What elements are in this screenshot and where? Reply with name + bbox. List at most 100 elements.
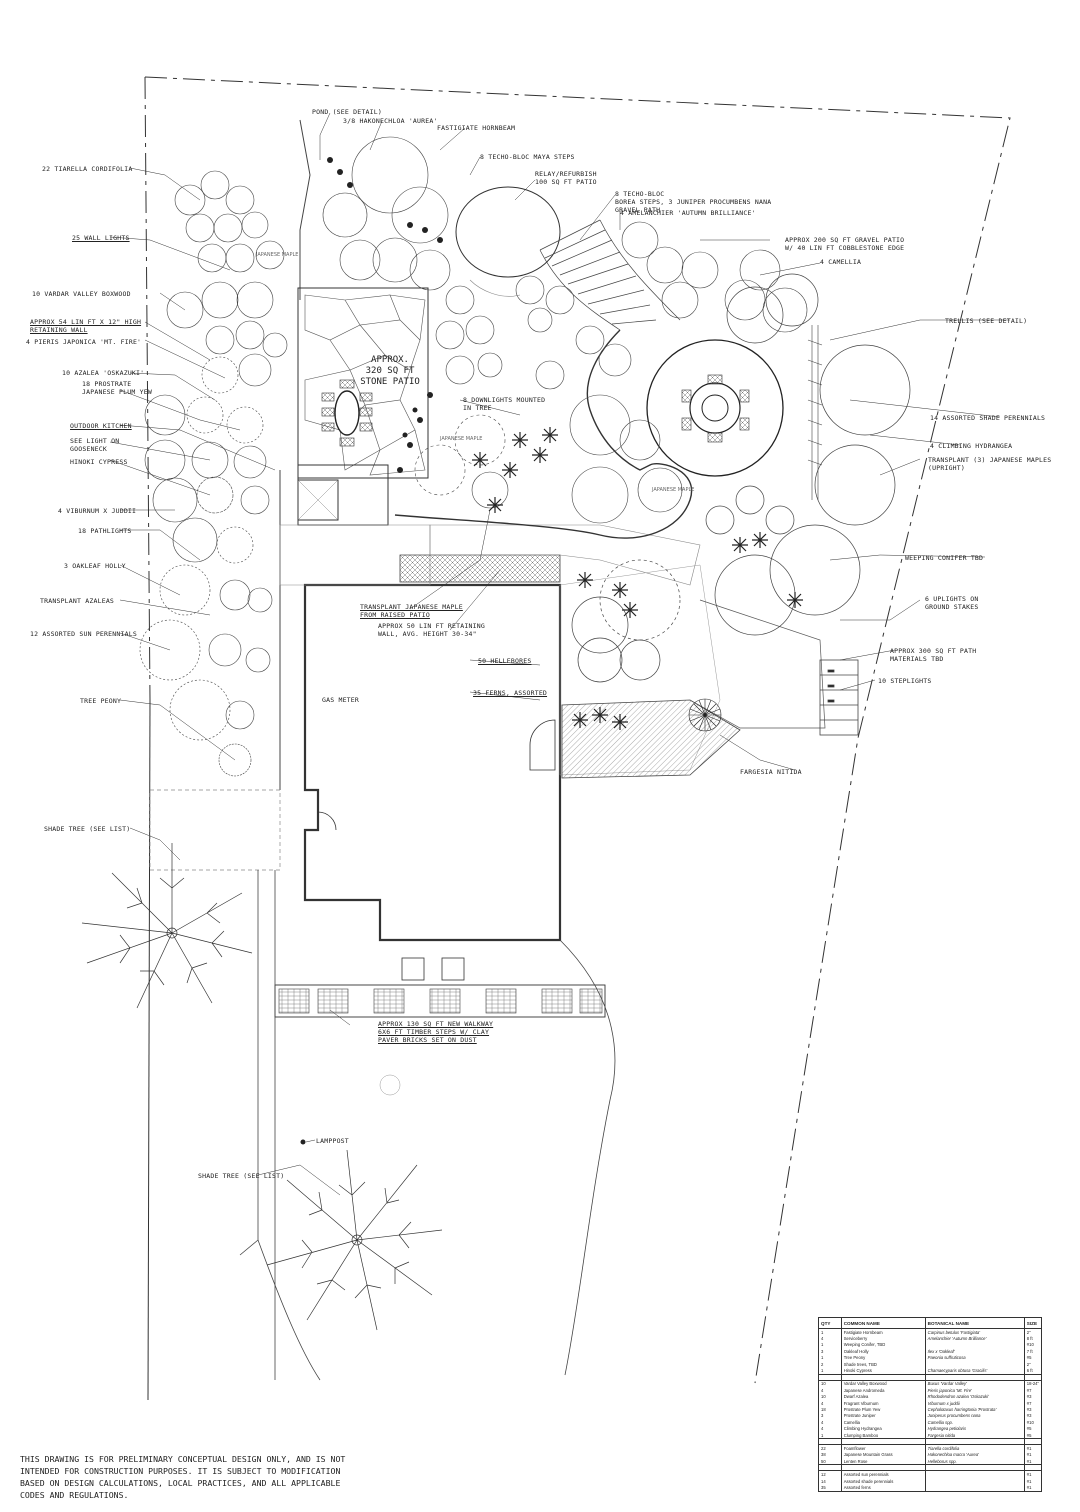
cell-size: #1: [1023, 1444, 1043, 1452]
rear-wall: [279, 119, 311, 790]
cell-size: #1: [1023, 1477, 1043, 1485]
cell-botanical-name: Tiarella cordifolia: [924, 1444, 1025, 1452]
label-hydrangea: 4 Climbing Hydrangea: [930, 442, 1013, 450]
table-spacer-row: [818, 1373, 1043, 1381]
label-amelanchier: 4 Amelanchier 'Autumn Brilliance': [620, 209, 756, 217]
label-kitchen: Outdoor kitchen: [70, 422, 132, 430]
label-stone-patio: Approx. 320 sq ft stone patio: [360, 355, 420, 387]
label-shade-tree-1: Shade tree (see list): [44, 825, 131, 833]
cell-size: #5: [1023, 1354, 1043, 1361]
walkway-steps: [274, 957, 606, 1018]
label-pieris: 4 Pieris japonica 'Mt. Fire': [26, 338, 142, 346]
label-uplights: 6 Uplights on ground stakes: [925, 595, 979, 611]
cell-common-name: Clumping Bamboo: [840, 1431, 926, 1439]
cell-size: #1: [1023, 1458, 1043, 1465]
cell-qty: 10: [818, 1380, 842, 1388]
hakonechloa-planting: [327, 157, 443, 473]
cell-common-name: Foamflower: [840, 1444, 926, 1452]
label-shade-tree-2: Shade tree (see list): [198, 1172, 285, 1180]
cell-size: 2": [1023, 1328, 1043, 1336]
cell-size: #3: [1023, 1393, 1043, 1400]
label-gas-meter: Gas meter: [322, 696, 360, 704]
label-gooseneck: See light on gooseneck: [70, 437, 120, 453]
cell-qty: 12: [818, 1470, 842, 1478]
table-spacer-row: [818, 1464, 1043, 1472]
steplights-stairs: [819, 659, 859, 736]
disclaimer-note: This drawing is for preliminary conceptu…: [20, 1454, 346, 1500]
cell-botanical-name: Helleborus spp.: [924, 1458, 1025, 1465]
property-line: [144, 76, 1011, 1384]
cell-botanical-name: [924, 1484, 1025, 1492]
table-spacer-row: [818, 1438, 1043, 1446]
driveway-lines: [239, 870, 616, 1381]
label-relay-patio: Relay/refurbish 100 sq ft patio: [535, 170, 597, 186]
label-hinoki: Hinoki Cypress: [70, 458, 128, 466]
cell-common-name: Assorted ferns: [840, 1484, 926, 1492]
label-techo-bloc: 8 Techo-Bloc Borea steps, 3 Juniper proc…: [615, 190, 772, 214]
label-gravel-patio: Approx 200 sq ft gravel patio w/ 40 lin …: [785, 236, 905, 252]
cell-botanical-name: Carpinus betulus 'Fastigiata': [924, 1328, 1025, 1336]
cell-qty: 1: [818, 1367, 842, 1375]
cell-size: 18-24": [1023, 1380, 1043, 1388]
label-wall-lights: 25 Wall lights: [72, 234, 130, 242]
label-azalea: 10 Azalea 'Oskazuki': [62, 369, 145, 377]
label-japanese-maple-1: Japanese maple: [256, 252, 299, 258]
label-techo-steps: 8 Techo-Bloc Maya steps: [480, 153, 575, 161]
label-downlights: 8 Downlights mounted in tree: [463, 396, 546, 412]
label-viburnum: 4 Viburnum x juddii: [58, 507, 137, 515]
shade-tree-area: [149, 789, 281, 871]
east-shrub-group: [571, 273, 911, 683]
label-weeping-conifer: Weeping conifer TBD: [905, 554, 984, 562]
label-hellebores: 50 Hellebores: [478, 657, 532, 665]
lamppost-mark: [300, 1139, 306, 1145]
leader-lines: [109, 112, 1010, 1196]
label-boxwood: 10 Vardar Valley Boxwood: [32, 290, 131, 298]
header-qty: QTY: [818, 1317, 842, 1329]
lawn-ornament: [379, 1074, 401, 1096]
label-path: Approx 300 sq ft path materials TBD: [890, 647, 977, 663]
label-steplights: 10 Steplights: [878, 677, 932, 685]
header-common-name: COMMON NAME: [840, 1317, 926, 1329]
label-tree-peony: Tree Peony: [80, 697, 122, 705]
cell-botanical-name: [924, 1470, 1025, 1478]
cell-size: 2": [1023, 1360, 1043, 1368]
label-transplant-maple: Transplant Japanese Maple from raised pa…: [360, 603, 463, 619]
label-lamppost: Lamppost: [316, 1137, 349, 1145]
cell-size: 6 ft: [1023, 1367, 1043, 1375]
label-hakonechloa: 3/8 Hakonechloa 'Aurea': [343, 117, 438, 125]
terrace-paving: [279, 524, 826, 779]
cell-size: #1: [1023, 1484, 1043, 1492]
label-pond: Pond (see detail): [312, 108, 382, 116]
cell-botanical-name: Buxus 'Vardar Valley': [924, 1380, 1025, 1388]
cell-size: #7: [1023, 1399, 1043, 1407]
cell-qty: 50: [818, 1458, 842, 1465]
cell-size: #7: [1023, 1387, 1043, 1394]
cell-qty: 1: [818, 1328, 842, 1336]
cell-size: #1: [1023, 1470, 1043, 1478]
cell-botanical-name: Fargesia nitida: [924, 1431, 1025, 1439]
cell-size: 8 ft: [1023, 1335, 1043, 1342]
label-retaining-wall-2: Approx 50 lin ft retaining wall, avg. he…: [378, 622, 485, 638]
cell-common-name: Hinoki Cypress: [840, 1367, 926, 1375]
cell-botanical-name: Chamaecyparis obtusa 'Gracilis': [924, 1367, 1025, 1375]
cell-qty: 35: [818, 1484, 842, 1492]
